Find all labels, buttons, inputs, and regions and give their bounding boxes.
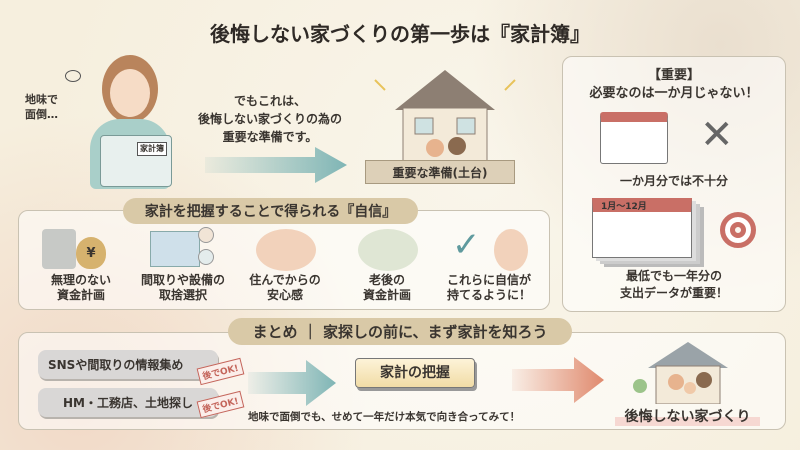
house-illustration — [374, 70, 516, 164]
list-item: 老後の資金計画 — [336, 225, 438, 310]
important-panel — [562, 56, 786, 312]
page-title: 後悔しない家づくりの第一歩は『家計簿』 — [210, 22, 590, 46]
stacked-calendars-icon: 1月～12月 — [592, 198, 692, 258]
arrow-icon — [248, 360, 336, 406]
list-item: ¥ 無理のない資金計画 — [30, 225, 132, 310]
important-heading: 【重要】 — [647, 68, 700, 83]
item-label: 住んでからの安心感 — [249, 273, 321, 302]
list-item: 間取りや設備の取捨選択 — [132, 225, 234, 310]
list-item: 住んでからの安心感 — [234, 225, 336, 310]
speech-line: 地味で — [25, 93, 58, 106]
family-house-illustration — [633, 342, 728, 404]
house-label: 重要な準備(土台) — [365, 160, 515, 184]
smiling-woman-illustration — [494, 229, 528, 271]
item-label: 老後の資金計画 — [362, 273, 411, 302]
elderly-couple-illustration — [358, 229, 418, 271]
one-month-text: 一か月分では不十分 — [619, 174, 728, 188]
calendar-icon — [600, 112, 668, 164]
item-label: 間取りや設備の取捨選択 — [140, 273, 225, 302]
result-text: 後悔しない家づくり — [615, 406, 760, 426]
item-label: これらに自信が持てるように！ — [446, 273, 531, 302]
calendar-range: 1月～12月 — [601, 202, 647, 212]
message-line: 重要な準備です。 — [222, 130, 318, 144]
arrow-icon — [205, 147, 347, 183]
book-illustration: 家計簿 — [100, 135, 172, 187]
floorplan-icon — [150, 231, 200, 267]
checkmark-icon: ✓ — [452, 225, 481, 265]
arrow-icon — [512, 357, 604, 403]
later-item: HM・工務店、土地探し — [38, 388, 218, 417]
family-illustration — [256, 229, 316, 271]
target-icon — [720, 212, 756, 248]
summary-heading: まとめ ｜ 家探しの前に、まず家計を知ろう — [228, 318, 572, 345]
book-label: 家計簿 — [137, 142, 167, 156]
later-item: SNSや間取りの情報集め — [38, 350, 218, 379]
speech-text: 地味で 面倒… — [25, 92, 58, 122]
key-box: 家計の把握 — [355, 358, 475, 388]
door-icon — [198, 227, 214, 243]
cross-icon: ✕ — [700, 112, 734, 158]
list-item: ✓ これらに自信が持てるように！ — [438, 225, 540, 310]
message-line: でもこれは、 — [233, 94, 306, 108]
important-subheading: 必要なのは一か月じゃない！ — [589, 86, 759, 101]
conclusion-line: 最低でも一年分の — [625, 269, 722, 283]
speech-line: 面倒… — [25, 108, 58, 121]
tools-icon — [198, 249, 214, 265]
confidence-heading: 家計を把握することで得られる『自信』 — [123, 198, 418, 224]
conclusion-line: 支出データが重要！ — [619, 286, 728, 300]
confidence-list: ¥ 無理のない資金計画 間取りや設備の取捨選択 住んでからの安心感 老後の資金計… — [30, 225, 540, 310]
item-label: 無理のない資金計画 — [50, 273, 111, 302]
summary-note: 地味で面倒でも、せめて一年だけ本気で向き合ってみて！ — [248, 411, 521, 423]
conclusion-text: 最低でも一年分の 支出データが重要！ — [562, 268, 786, 302]
scribble-icon — [65, 70, 81, 82]
message-line: 後悔しない家づくりの為の — [197, 112, 342, 126]
intro-message: でもこれは、 後悔しない家づくりの為の 重要な準備です。 — [185, 92, 355, 146]
calculator-icon — [42, 229, 76, 269]
money-bag-icon: ¥ — [76, 237, 106, 269]
